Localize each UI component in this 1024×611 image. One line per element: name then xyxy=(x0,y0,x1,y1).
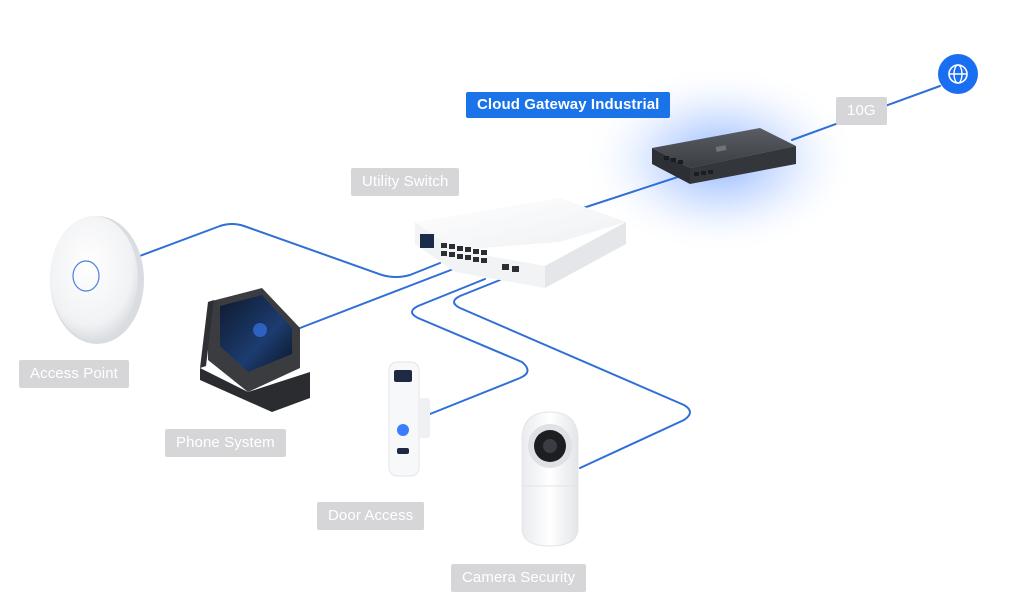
globe-icon[interactable] xyxy=(938,54,978,94)
gateway-device[interactable] xyxy=(652,128,796,184)
door-access-label: Door Access xyxy=(317,502,425,530)
door-access-device[interactable] xyxy=(388,361,430,477)
uplink-speed-label: 10G xyxy=(836,97,887,125)
access-point-device[interactable] xyxy=(50,216,144,344)
camera-device[interactable] xyxy=(521,411,579,547)
cable-access-point xyxy=(136,223,441,278)
camera-security-label: Camera Security xyxy=(451,564,587,592)
phone-device[interactable] xyxy=(200,288,310,412)
phone-system-label: Phone System xyxy=(165,429,286,457)
cable-door-access xyxy=(411,278,529,415)
access-point-label: Access Point xyxy=(19,360,129,388)
cable-camera xyxy=(453,279,691,469)
gateway-label: Cloud Gateway Industrial xyxy=(466,92,671,118)
switch-label: Utility Switch xyxy=(351,168,460,196)
cable-gateway-switch xyxy=(576,172,691,211)
cable-phone xyxy=(299,267,457,329)
switch-device[interactable] xyxy=(415,198,626,288)
